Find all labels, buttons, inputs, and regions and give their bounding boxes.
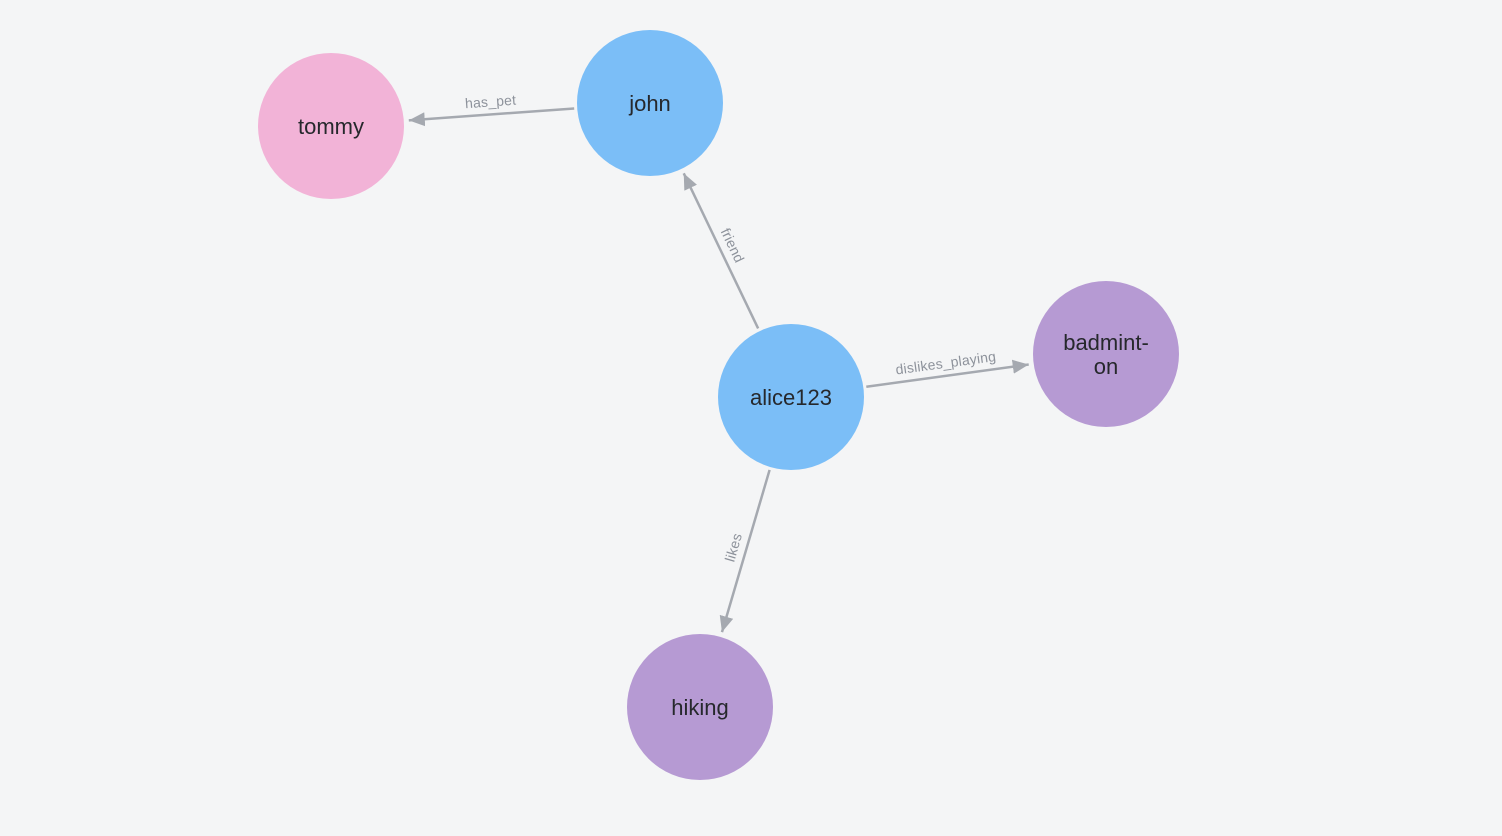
edge-has_pet[interactable]: has_pet [408,92,575,127]
edge-label: friend [718,225,748,265]
node-tommy[interactable]: tommy [258,53,404,199]
edge-label: dislikes_playing [895,348,997,378]
node-circle-tommy[interactable] [258,53,404,199]
edge-label: has_pet [464,92,516,112]
edge-dislikes_playing[interactable]: dislikes_playing [866,348,1029,388]
node-john[interactable]: john [577,30,723,176]
node-hiking[interactable]: hiking [627,634,773,780]
node-alice123[interactable]: alice123 [718,324,864,470]
node-circle-alice123[interactable] [718,324,864,470]
edge-friend[interactable]: friend [682,172,760,330]
edge-arrow-line[interactable] [682,172,760,330]
edge-arrow-line[interactable] [408,107,575,127]
edge-arrow-line[interactable] [866,359,1029,388]
node-badminton[interactable]: badmint-on [1033,281,1179,427]
edge-label: likes [722,531,746,563]
edge-likes[interactable]: likes [719,469,771,633]
edge-arrow-line[interactable] [719,469,771,633]
node-circle-john[interactable] [577,30,723,176]
node-circle-hiking[interactable] [627,634,773,780]
node-circle-badminton[interactable] [1033,281,1179,427]
